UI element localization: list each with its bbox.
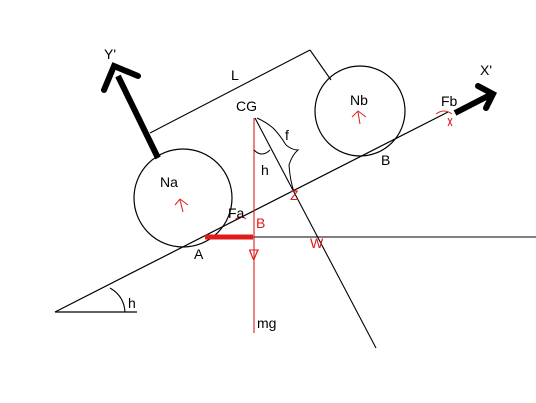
- label-fb: Fb: [441, 93, 458, 109]
- label-angle: h: [128, 295, 136, 311]
- friction-rear-arc: [234, 216, 247, 221]
- bracket-f: [256, 117, 300, 193]
- cg-angle-arc: [253, 149, 271, 155]
- label-length: L: [231, 67, 239, 83]
- label-point-a: A: [194, 246, 204, 262]
- label-point-z: Z: [290, 187, 299, 203]
- label-point-b-front: B: [381, 152, 390, 168]
- x-axis-arrow-head: [475, 83, 497, 111]
- label-point-v: V: [249, 247, 259, 263]
- friction-front-arc: [435, 110, 453, 115]
- y-axis-arrow-shaft: [115, 74, 161, 160]
- label-point-b-red: B: [256, 215, 265, 231]
- normal-arrow-front-shaft: [357, 111, 361, 125]
- label-nb: Nb: [350, 92, 368, 108]
- x-axis-arrow-shaft: [453, 92, 492, 116]
- label-cg: CG: [236, 98, 257, 114]
- y-axis-arrow-head: [101, 62, 141, 93]
- dimension-tick-right: [309, 49, 332, 81]
- friction-front-mark: [447, 117, 453, 127]
- normal-arrow-rear-shaft: [179, 199, 184, 213]
- label-f: f: [285, 127, 289, 143]
- label-fa: Fa: [228, 205, 245, 221]
- perpendicular-line: [254, 117, 377, 349]
- label-weight: mg: [257, 315, 276, 331]
- normal-arrow-front-head: [351, 110, 367, 118]
- incline-line: [54, 111, 449, 313]
- angle-arc: [109, 287, 126, 313]
- label-height: h: [261, 162, 269, 178]
- label-point-w: W: [310, 235, 324, 251]
- label-x-axis: X': [480, 62, 492, 78]
- wheel-rear: [133, 148, 233, 248]
- label-y-axis: Y': [104, 46, 116, 62]
- normal-arrow-rear-head: [174, 198, 189, 206]
- wheel-front: [314, 65, 406, 157]
- dimension-line-L: [149, 49, 311, 134]
- label-na: Na: [160, 174, 178, 190]
